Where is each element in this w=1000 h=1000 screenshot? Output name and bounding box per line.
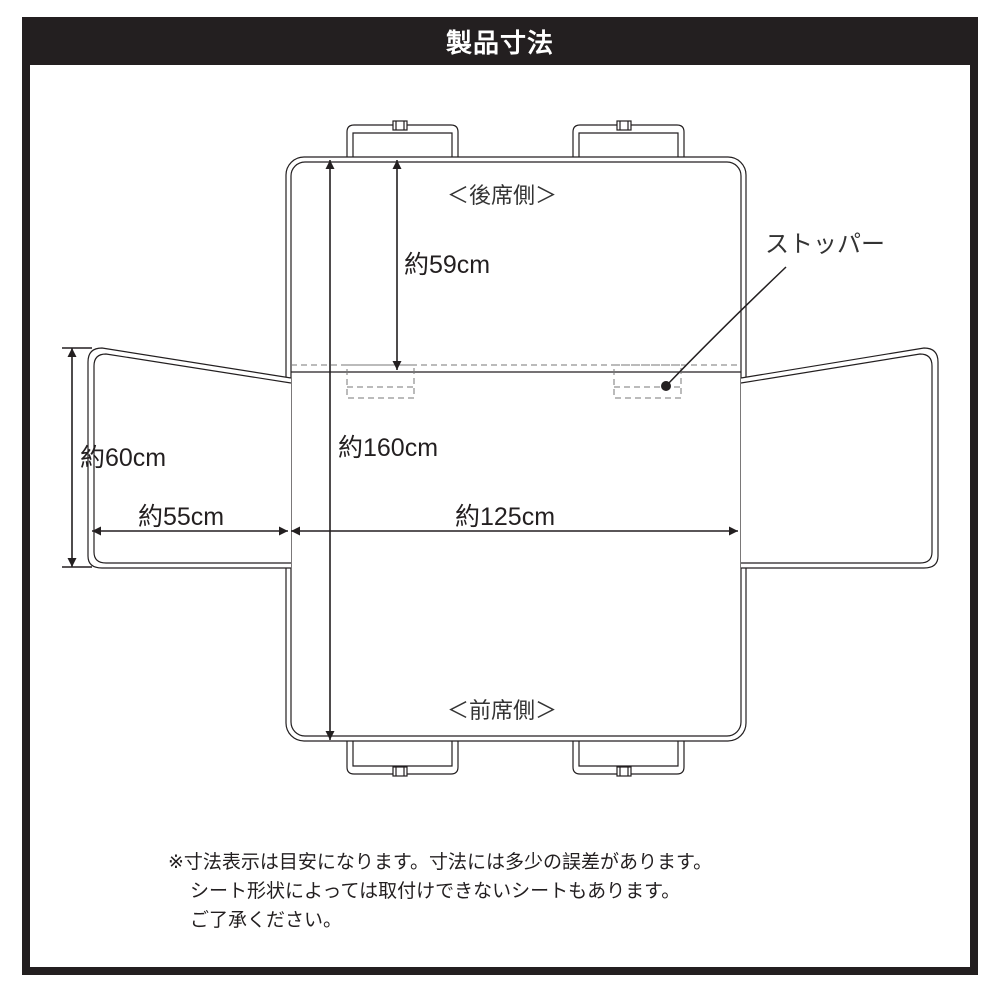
dim-flap-width: 約55cm — [138, 503, 225, 531]
dim-rear-depth: 約59cm — [404, 251, 491, 279]
note-line: ※寸法表示は目安になります。寸法には多少の誤差があります。 — [168, 851, 713, 873]
headrest-strap-bottom-right — [572, 741, 685, 777]
note-line: ご了承ください。 — [190, 909, 343, 931]
front-side-label: ＜前席側＞ — [447, 698, 558, 723]
rear-side-label: ＜後席側＞ — [447, 183, 558, 208]
page-title: 製品寸法 — [445, 28, 554, 59]
dim-total-length: 約160cm — [338, 434, 439, 462]
stopper-label: ストッパー — [765, 231, 885, 258]
stopper-leader-line — [665, 266, 787, 387]
note-line: シート形状によっては取付けできないシートもあります。 — [190, 880, 681, 902]
title-bar: 製品寸法 — [22, 17, 978, 65]
dim-flap-height: 約60cm — [80, 444, 167, 472]
dim-main-width: 約125cm — [455, 503, 556, 531]
stopper-pocket-right — [613, 364, 682, 399]
headrest-strap-bottom-left — [346, 741, 459, 777]
headrest-strap-top-left — [346, 120, 459, 157]
right-flap — [740, 347, 939, 569]
stopper-dot — [661, 381, 671, 391]
headrest-strap-top-right — [572, 120, 685, 157]
stopper-pocket-left — [346, 364, 415, 399]
notes: ※寸法表示は目安になります。寸法には多少の誤差があります。 シート形状によっては… — [168, 848, 712, 935]
left-flap — [87, 347, 292, 569]
